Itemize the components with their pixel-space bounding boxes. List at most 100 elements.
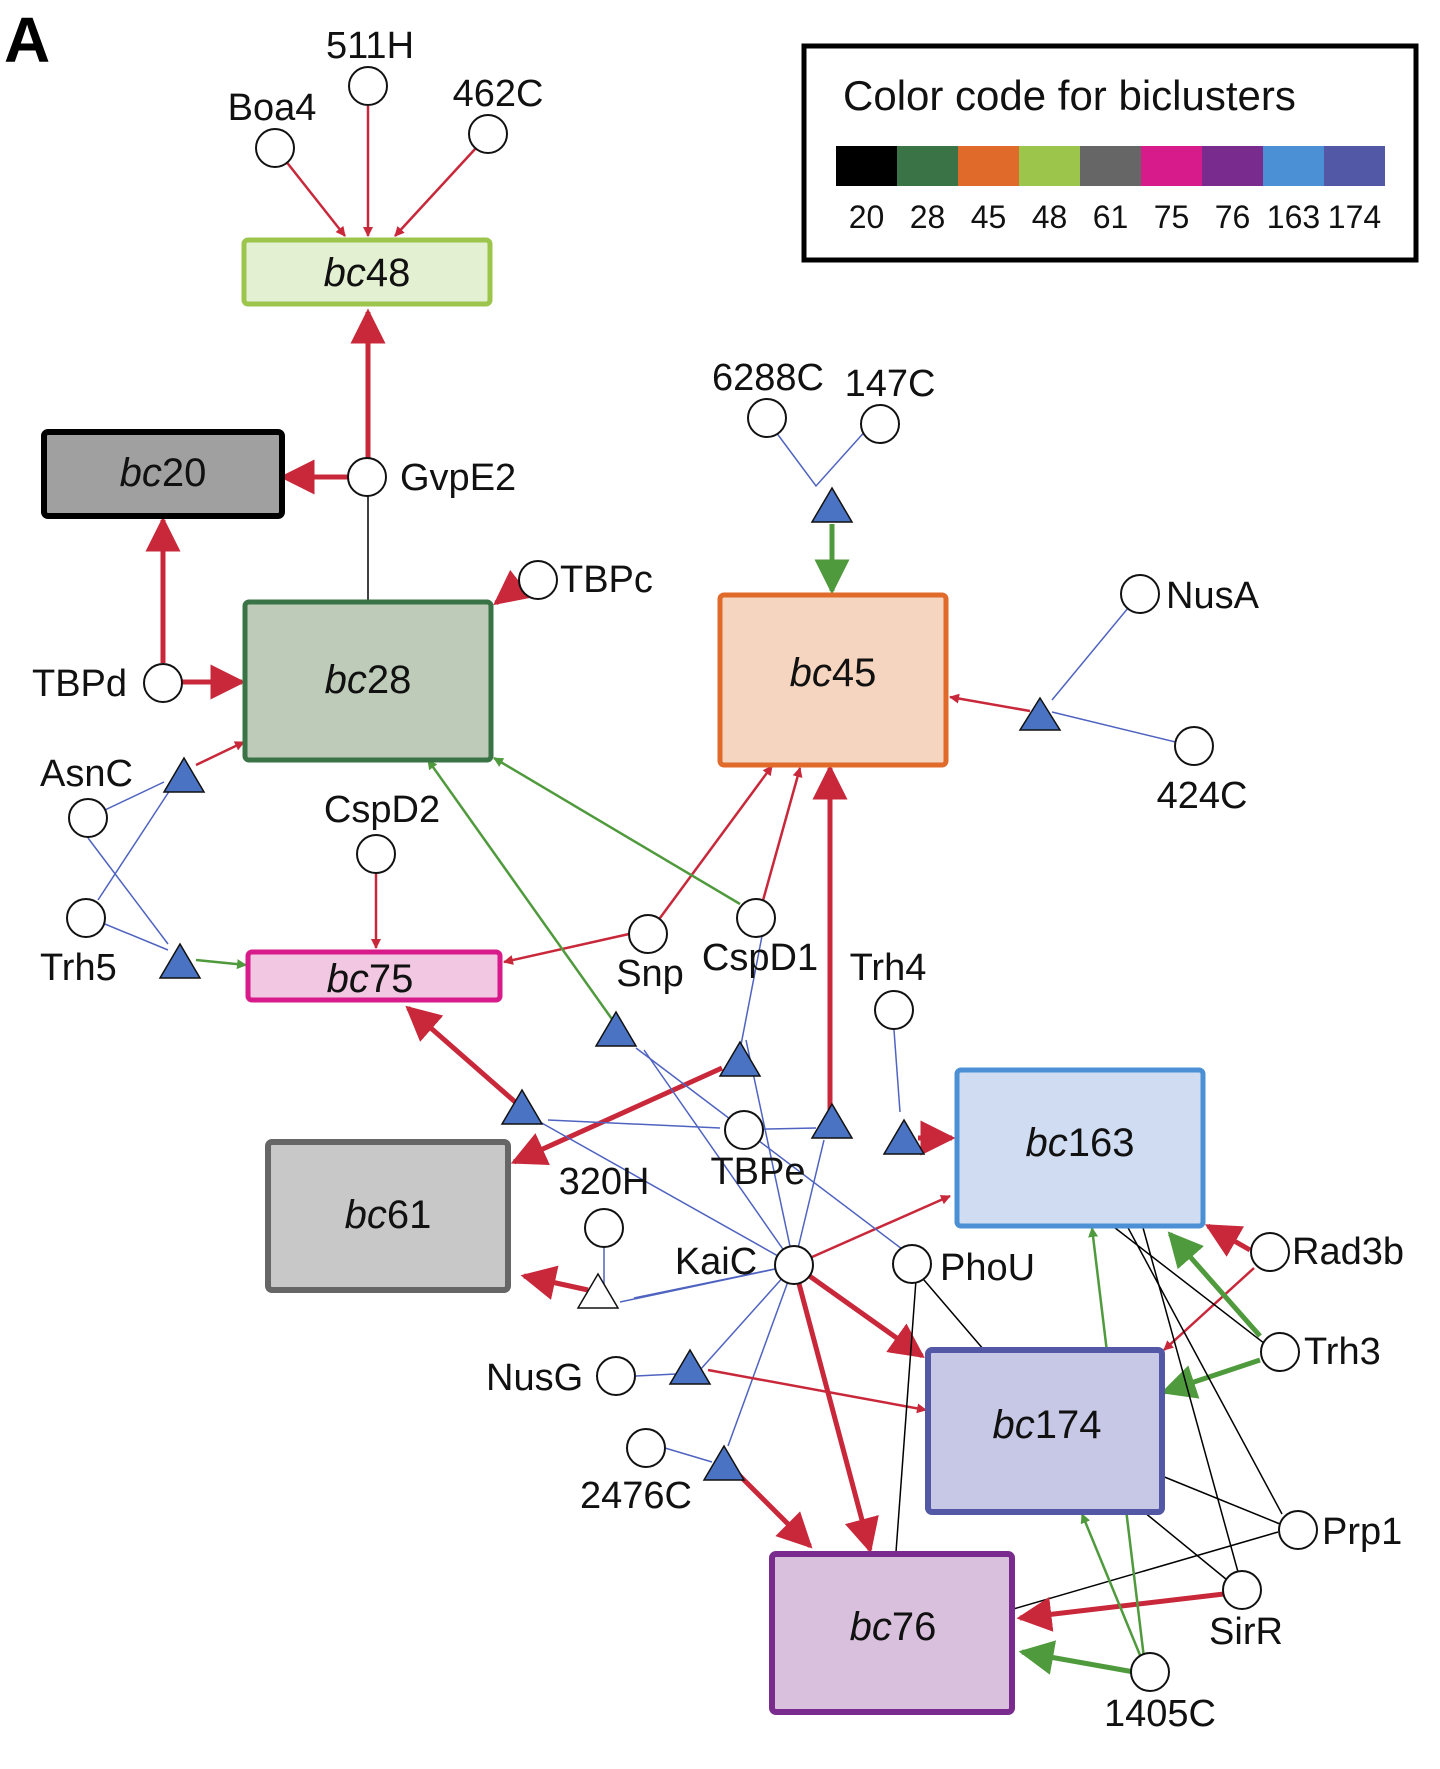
- and-gate-triangle: [594, 1010, 638, 1047]
- regulator-label: 424C: [1157, 775, 1248, 817]
- regulator-node-trh3[interactable]: [1260, 1332, 1300, 1372]
- edge-trh3-bc174: [1160, 1357, 1261, 1399]
- regulator-node-tbpd[interactable]: [143, 663, 183, 703]
- and-gate-triangle: [810, 1102, 854, 1139]
- regulator-node-nusa[interactable]: [1120, 574, 1160, 614]
- edge-6288c-147c-gate: [766, 419, 869, 488]
- and-gate-triangle: [718, 1040, 762, 1077]
- edge-prp1-bc76: [1009, 1531, 1279, 1611]
- regulator-node-gvpe2[interactable]: [347, 457, 387, 497]
- edge-kaic-gate3: [643, 1049, 795, 1266]
- edge-tbpc-bc28: [493, 569, 532, 606]
- bicluster-bc174[interactable]: bc174: [925, 1347, 1165, 1515]
- regulator-node-asnc[interactable]: [68, 798, 108, 838]
- regulator-node-6288c[interactable]: [747, 398, 787, 438]
- bicluster-bc20[interactable]: bc20: [41, 429, 285, 519]
- edge-nusg-gate7: [635, 1373, 677, 1377]
- regulator-label: Trh5: [40, 947, 117, 989]
- edge-kaic-bc76: [791, 1264, 879, 1554]
- and-gate-triangle: [162, 756, 206, 793]
- or-gate-triangle: [576, 1272, 620, 1309]
- bicluster-bc28[interactable]: bc28: [242, 599, 494, 763]
- regulator-label: NusA: [1166, 575, 1260, 617]
- legend-swatch: [1141, 146, 1202, 186]
- edge-sirr-bc76: [1016, 1591, 1225, 1632]
- regulator-label: NusG: [486, 1357, 583, 1399]
- edge-gate7-bc174: [707, 1368, 927, 1414]
- edge-nusa-gate: [1051, 595, 1139, 701]
- edge-bc163-prp1: [1125, 1223, 1283, 1515]
- regulator-label: Prp1: [1322, 1511, 1402, 1553]
- and-gate-triangle: [1018, 696, 1062, 731]
- regulator-node-snp[interactable]: [628, 914, 668, 954]
- regulator-node-boa4[interactable]: [255, 128, 295, 168]
- edge-snp-bc75: [503, 932, 630, 965]
- regulator-node-phou[interactable]: [892, 1244, 932, 1284]
- regulator-label: 320H: [559, 1161, 650, 1203]
- edge-gate5-tbpe: [547, 1119, 721, 1129]
- regulator-label: CspD1: [702, 937, 818, 979]
- bicluster-label: bc45: [790, 651, 877, 695]
- regulator-node-462c[interactable]: [468, 114, 508, 154]
- edge-462c-bc48: [394, 147, 477, 237]
- bicluster-bc61[interactable]: bc61: [265, 1139, 511, 1293]
- regulator-node-2476c[interactable]: [626, 1428, 666, 1468]
- regulator-label: TBPd: [32, 663, 127, 705]
- regulator-node-1405c[interactable]: [1130, 1652, 1170, 1692]
- bicluster-label: bc163: [1026, 1121, 1135, 1165]
- regulator-node-511h[interactable]: [348, 66, 388, 106]
- edge-424c-gate: [1051, 711, 1193, 747]
- edge-trh5-gate1: [97, 789, 171, 901]
- legend-swatch: [1080, 146, 1141, 186]
- legend-swatch: [1202, 146, 1263, 186]
- edge-gate-bc61: [510, 1065, 724, 1165]
- regulator-node-nusg[interactable]: [596, 1356, 636, 1396]
- regulator-label: TBPe: [710, 1151, 805, 1193]
- legend-swatch-label: 45: [971, 199, 1007, 235]
- regulator-node-424c[interactable]: [1174, 726, 1214, 766]
- edge-snp-bc45: [658, 765, 774, 919]
- legend-swatch-label: 76: [1215, 199, 1251, 235]
- edge-kaic-bc163: [793, 1194, 951, 1267]
- bicluster-label: bc48: [324, 251, 411, 295]
- bicluster-bc75[interactable]: bc75: [245, 949, 503, 1003]
- bicluster-bc45[interactable]: bc45: [717, 592, 949, 768]
- regulator-node-trh5[interactable]: [66, 898, 106, 938]
- bicluster-label: bc76: [850, 1605, 937, 1649]
- regulator-label: AsnC: [40, 753, 133, 795]
- edge-gate9-bc76: [736, 1472, 813, 1549]
- regulator-node-tbpc[interactable]: [518, 560, 558, 600]
- bicluster-bc48[interactable]: bc48: [241, 237, 493, 307]
- regulator-label: PhoU: [940, 1247, 1035, 1289]
- edge-kaic-gate5: [539, 1121, 795, 1266]
- panel-label: A: [4, 4, 50, 76]
- edge-gate11-bc61: [520, 1265, 589, 1300]
- regulator-node-cspd1[interactable]: [736, 898, 776, 938]
- regulator-label: 2476C: [580, 1475, 692, 1517]
- regulator-nodes: [66, 66, 1318, 1692]
- edge-kaic-gate11: [633, 1264, 795, 1299]
- regulator-node-320h[interactable]: [584, 1208, 624, 1248]
- edge-1405c-bc76: [1018, 1640, 1135, 1675]
- edge-cspd1-bc45: [760, 767, 803, 905]
- legend-swatch: [836, 146, 897, 186]
- regulator-node-tbpe[interactable]: [724, 1110, 764, 1150]
- edge-cspd1-bc28: [493, 756, 741, 906]
- edge-bc163-sirr: [1141, 1223, 1239, 1573]
- regulator-node-trh4[interactable]: [874, 990, 914, 1030]
- bicluster-bc76[interactable]: bc76: [769, 1551, 1015, 1715]
- regulator-node-prp1[interactable]: [1278, 1510, 1318, 1550]
- edge-bc174-sirr: [1143, 1511, 1233, 1585]
- regulator-node-kaic[interactable]: [774, 1245, 814, 1285]
- bicluster-bc163[interactable]: bc163: [954, 1067, 1206, 1229]
- regulator-node-cspd2[interactable]: [356, 834, 396, 874]
- regulator-label: Boa4: [228, 87, 317, 129]
- and-gate-triangle: [810, 486, 854, 523]
- regulator-node-sirr[interactable]: [1222, 1570, 1262, 1610]
- regulator-node-rad3b[interactable]: [1250, 1232, 1290, 1272]
- regulator-label: 511H: [326, 25, 414, 67]
- regulator-node-147c[interactable]: [860, 404, 900, 444]
- bicluster-boxes: bc48 bc20 bc28 bc45 bc75 bc61 bc163 bc1: [41, 237, 1206, 1715]
